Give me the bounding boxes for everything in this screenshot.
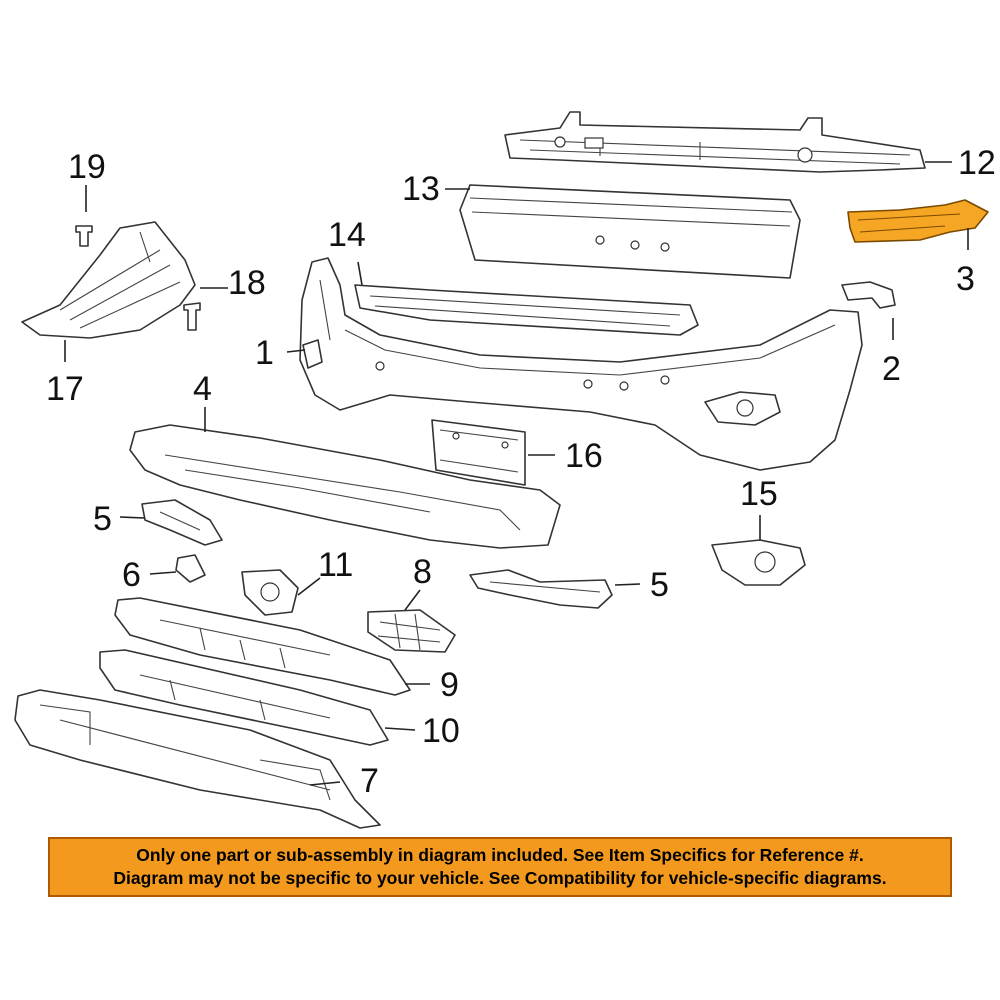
part-5-left-trim — [141, 499, 223, 546]
callout-12: 12 — [958, 144, 996, 182]
callout-5-left: 5 — [93, 500, 112, 538]
callout-3: 3 — [956, 260, 975, 298]
callout-11: 11 — [318, 546, 353, 584]
callout-10: 10 — [422, 712, 460, 750]
callout-4: 4 — [193, 370, 212, 408]
part-8-grille-insert — [367, 609, 456, 653]
callout-13: 13 — [402, 170, 440, 208]
part-9-lower-grille — [114, 597, 411, 696]
part-19-push-pin — [75, 225, 93, 247]
part-1-bumper-cover — [299, 257, 863, 471]
callout-8: 8 — [413, 553, 432, 591]
part-18-clip — [183, 302, 201, 331]
callout-16: 16 — [565, 437, 603, 475]
part-11-fog-trim — [241, 569, 299, 616]
part-16-plate-bracket — [431, 419, 526, 486]
part-12-reinforcement — [504, 111, 926, 173]
part-4-lower-fascia — [129, 424, 561, 549]
part-5-right-trim — [469, 569, 613, 609]
callout-2: 2 — [882, 350, 901, 388]
part-14-support — [354, 284, 699, 336]
callout-18: 18 — [228, 264, 266, 302]
part-2-bracket — [841, 281, 896, 309]
callout-14: 14 — [328, 216, 366, 254]
callout-6: 6 — [122, 556, 141, 594]
callout-19: 19 — [68, 148, 106, 186]
part-6-cap — [175, 554, 206, 583]
callout-1: 1 — [255, 334, 274, 372]
callout-7: 7 — [360, 762, 379, 800]
part-3-bracket-highlighted — [847, 199, 989, 243]
part-13-absorber — [459, 184, 801, 279]
callout-9: 9 — [440, 666, 459, 704]
leader-lines — [64, 161, 969, 786]
part-10-grille — [99, 649, 389, 746]
callout-15: 15 — [740, 475, 778, 513]
callout-5-right: 5 — [650, 566, 669, 604]
disclaimer-line-2: Diagram may not be specific to your vehi… — [113, 868, 887, 888]
part-17-splash-shield — [21, 221, 196, 339]
disclaimer-banner: Only one part or sub-assembly in diagram… — [48, 837, 952, 897]
callout-labels: 1 2 3 4 5 5 6 7 8 9 10 11 12 13 14 15 16… — [46, 144, 996, 800]
part-7-skid-plate — [14, 689, 381, 829]
callout-17: 17 — [46, 370, 84, 408]
part-15-fog-bezel — [711, 539, 806, 586]
disclaimer-line-1: Only one part or sub-assembly in diagram… — [136, 845, 864, 865]
